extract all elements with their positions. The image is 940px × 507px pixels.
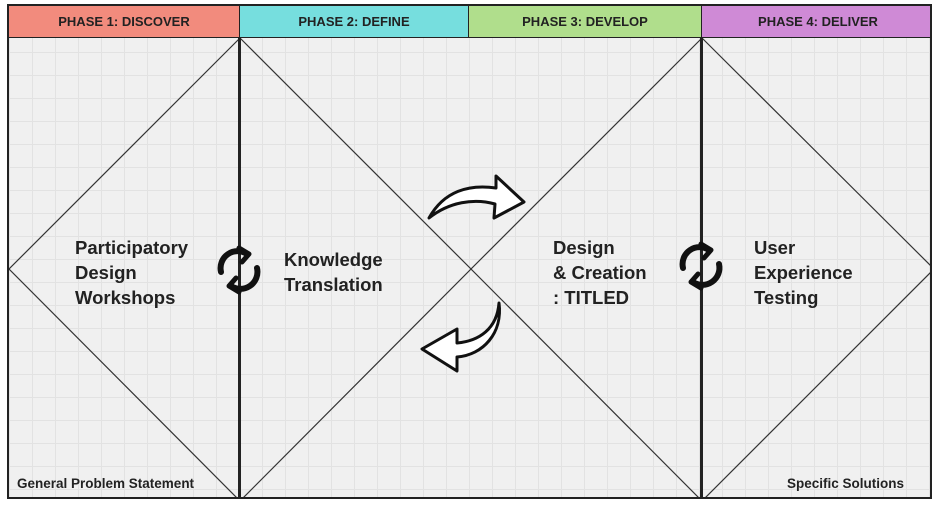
curved-forward-arrow-icon bbox=[427, 174, 526, 220]
divider-discover-define bbox=[238, 38, 241, 497]
stage-knowledge-translation: Knowledge Translation bbox=[284, 249, 383, 295]
double-diamond-diagram: PHASE 1: DISCOVER PHASE 2: DEFINE PHASE … bbox=[7, 4, 932, 499]
phase-4-header: PHASE 4: DELIVER bbox=[702, 6, 930, 38]
refresh-cycle-icon bbox=[679, 241, 723, 291]
right-diamond bbox=[470, 37, 930, 497]
phase-1-header: PHASE 1: DISCOVER bbox=[9, 6, 240, 38]
curved-back-arrow-icon bbox=[420, 301, 501, 373]
left-diamond bbox=[9, 37, 472, 497]
footer-specific-solutions: Specific Solutions bbox=[787, 476, 905, 491]
stage-design-creation: Design & Creation : TITLED bbox=[553, 237, 647, 308]
stage-user-experience-testing: User Experience Testing bbox=[754, 237, 853, 308]
phase-2-header: PHASE 2: DEFINE bbox=[240, 6, 469, 38]
stage-participatory-design-workshops: Participatory Design Workshops bbox=[75, 237, 189, 308]
divider-develop-deliver bbox=[700, 38, 703, 497]
phase-3-header: PHASE 3: DEVELOP bbox=[469, 6, 702, 38]
refresh-cycle-icon bbox=[217, 245, 261, 295]
diamonds bbox=[9, 37, 930, 497]
footer-general-problem-statement: General Problem Statement bbox=[17, 476, 195, 491]
